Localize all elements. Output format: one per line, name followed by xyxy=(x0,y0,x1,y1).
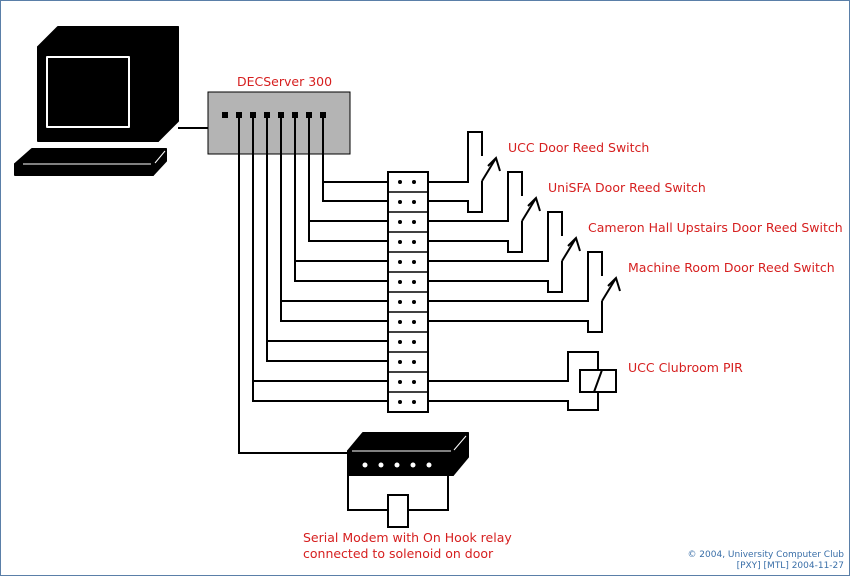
port-wires xyxy=(238,118,388,454)
modem-led xyxy=(410,462,416,468)
switch-label-ucc-door: UCC Door Reed Switch xyxy=(508,140,649,155)
door-solenoid-icon xyxy=(347,475,449,528)
terminal-block xyxy=(387,171,429,413)
modem-led xyxy=(394,462,400,468)
switch-label-unisfa-door: UniSFA Door Reed Switch xyxy=(548,180,706,195)
modem-label-line2: connected to solenoid on door xyxy=(303,546,494,561)
author-date-credit: [PXY] [MTL] 2004-11-27 xyxy=(737,561,844,571)
switch-label-machine-room: Machine Room Door Reed Switch xyxy=(628,260,835,275)
copyright-credit: © 2004, University Computer Club xyxy=(687,550,844,560)
pir-sensor-icon xyxy=(428,351,617,411)
decserver-ports xyxy=(222,112,326,118)
terminal-screws xyxy=(398,180,416,404)
reed-switch-wiring xyxy=(428,131,621,333)
computer-icon xyxy=(14,26,179,176)
modem-icon xyxy=(347,432,469,476)
modem-led xyxy=(426,462,432,468)
decserver-port xyxy=(264,112,270,118)
modem-label-line1: Serial Modem with On Hook relay xyxy=(303,530,512,545)
decserver-port xyxy=(292,112,298,118)
decserver-label: DECServer 300 xyxy=(237,74,332,89)
modem-led xyxy=(362,462,368,468)
decserver-port xyxy=(306,112,312,118)
decserver-box xyxy=(207,91,351,155)
decserver-port xyxy=(236,112,242,118)
decserver-port xyxy=(222,112,228,118)
modem-led xyxy=(378,462,384,468)
decserver-port xyxy=(320,112,326,118)
decserver-port xyxy=(250,112,256,118)
switch-label-cameron-hall: Cameron Hall Upstairs Door Reed Switch xyxy=(588,220,843,235)
decserver-port xyxy=(278,112,284,118)
pir-label: UCC Clubroom PIR xyxy=(628,360,743,375)
